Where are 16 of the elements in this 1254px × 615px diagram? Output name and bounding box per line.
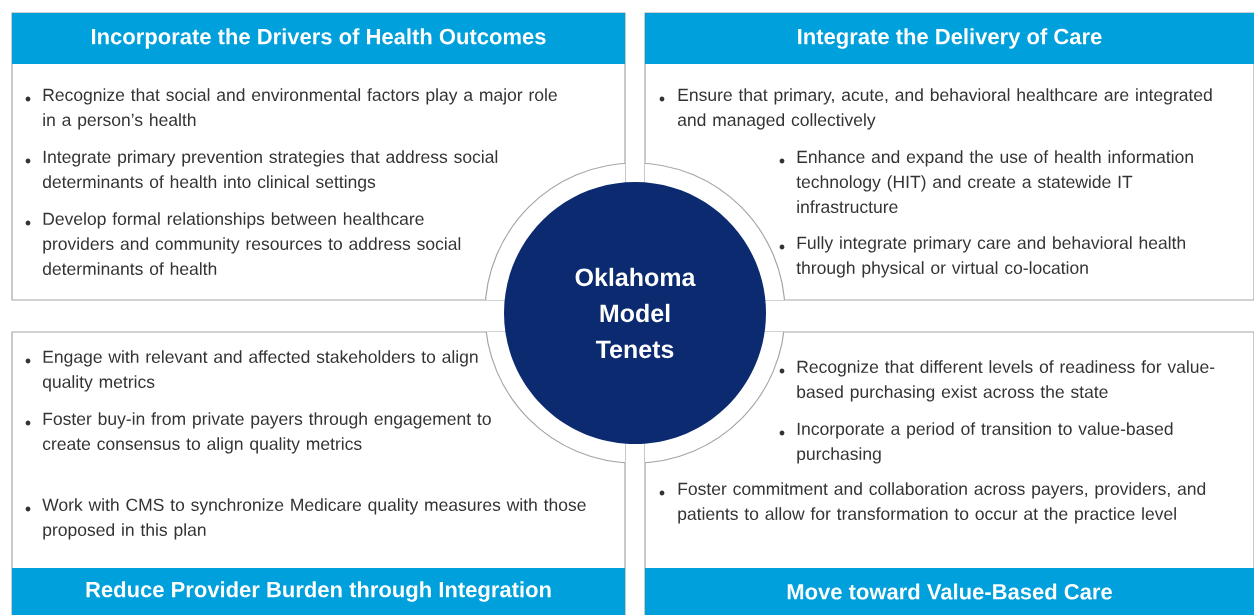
bullet-item: Fully integrate primary care and behavioral health through physical or virtual co-location — [779, 236, 1186, 278]
heading-bar: Incorporate the Drivers of Health Outcomes — [12, 13, 625, 64]
heading-bar: Integrate the Delivery of Care — [645, 13, 1254, 64]
heading-bar: Move toward Value-Based Care — [645, 568, 1254, 615]
bullet-item: Work with CMS to synchronize Medicare quality measures with those proposed in this plan — [25, 498, 586, 540]
bullet-item: Foster buy-in from private payers through engagement to create consensus to align quality metrics — [25, 412, 491, 454]
bullet-item: Recognize that social and environmental factors play a major role in a person’s health — [25, 88, 557, 130]
bullet-item: Develop formal relationships between healthcare providers and community resources to address social determinants of health — [25, 212, 461, 276]
bullet-item: Enhance and expand the use of health information technology (HIT) and create a statewide IT infrastructure — [779, 150, 1193, 214]
bullet-item: Foster commitment and collaboration across payers, providers, and patients to allow for transformation to occur at the practice level — [659, 482, 1206, 524]
bullet-item: Ensure that primary, acute, and behavioral healthcare are integrated and managed collectively — [659, 88, 1212, 130]
bullet-item: Engage with relevant and affected stakeholders to align quality metrics — [25, 350, 478, 392]
bullet-item: Incorporate a period of transition to value-based purchasing — [779, 422, 1173, 464]
heading-bar: Reduce Provider Burden through Integration — [12, 568, 625, 615]
bullet-item: Integrate primary prevention strategies that address social determinants of health into clinical settings — [25, 150, 498, 192]
bullet-item: Recognize that different levels of readiness for value-based purchasing exist across the state — [779, 360, 1215, 402]
